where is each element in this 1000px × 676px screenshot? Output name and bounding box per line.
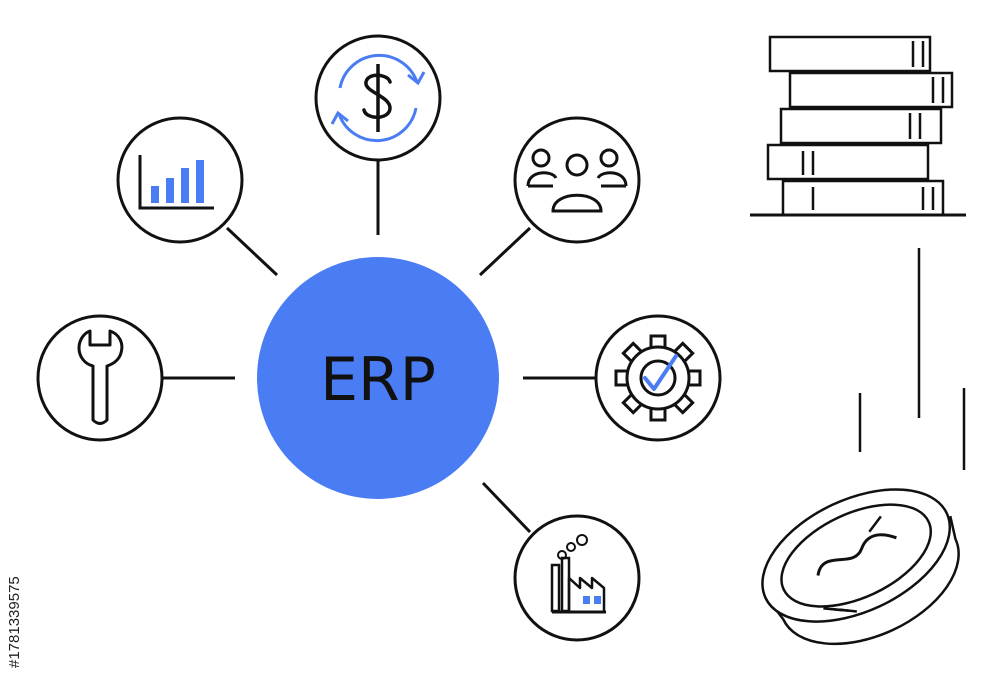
node-chart [116,116,244,244]
falling-coin-icon [761,488,960,646]
stock-id-watermark: #1781339575 [6,576,23,668]
connector-factory [481,481,532,534]
connector-team [478,226,532,277]
node-circle [513,116,641,244]
team-icon [526,148,628,213]
connector-chart [225,226,279,277]
node-gear [594,314,722,442]
erp-hub: ERP [257,257,499,499]
hub-circle [257,257,499,499]
node-wrench [36,314,164,442]
wrench-icon [77,329,124,425]
factory-icon [550,534,606,614]
node-team [513,116,641,244]
gear-check-icon [614,334,702,422]
node-dollar [314,34,442,162]
node-factory [513,514,641,642]
motion-lines [858,248,966,470]
node-circle [116,116,244,244]
hub-label: ERP [320,345,436,415]
bar-chart-icon [138,155,214,210]
node-circle [513,514,641,642]
connectors [163,160,597,534]
dollar-exchange-icon [330,53,426,143]
coin-stack-icon [750,35,966,217]
node-circle [36,314,164,442]
